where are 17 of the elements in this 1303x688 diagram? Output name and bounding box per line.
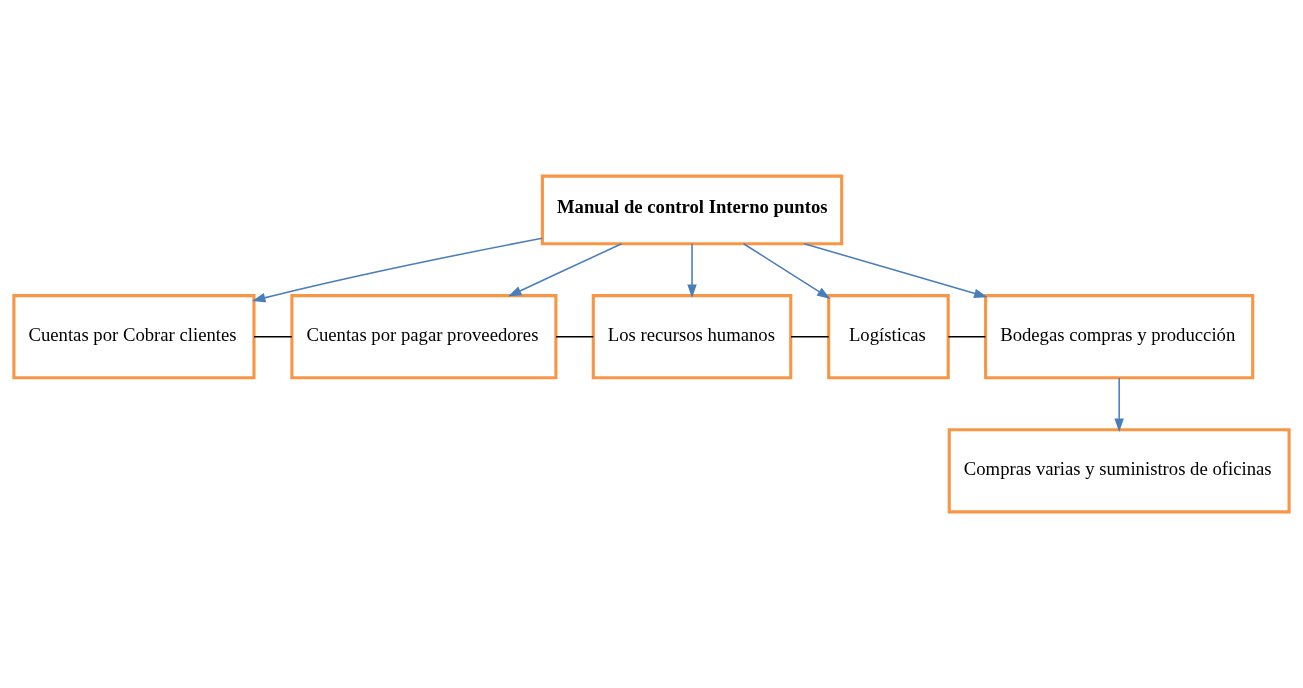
- node-box: Cuentas por Cobrar clientes: [12, 294, 256, 380]
- connector: [555, 335, 595, 338]
- node-box: Bodegas compras y producción: [984, 294, 1255, 380]
- arrow: [508, 242, 623, 297]
- node-box: Cuentas por pagar proveedores: [290, 294, 558, 380]
- arrow: [1114, 377, 1124, 433]
- connector: [947, 335, 987, 338]
- node-box: Logísticas: [827, 294, 950, 380]
- arrow: [251, 237, 543, 303]
- node-box: Los recursos humanos: [591, 294, 793, 380]
- node-box: Compras varias y suministros de oficinas: [947, 428, 1291, 514]
- connector: [253, 335, 293, 338]
- connector: [790, 335, 830, 338]
- arrow: [803, 242, 988, 298]
- arrow: [742, 242, 831, 299]
- arrow: [687, 242, 697, 298]
- node-box: Manual de control Interno puntos: [540, 174, 844, 246]
